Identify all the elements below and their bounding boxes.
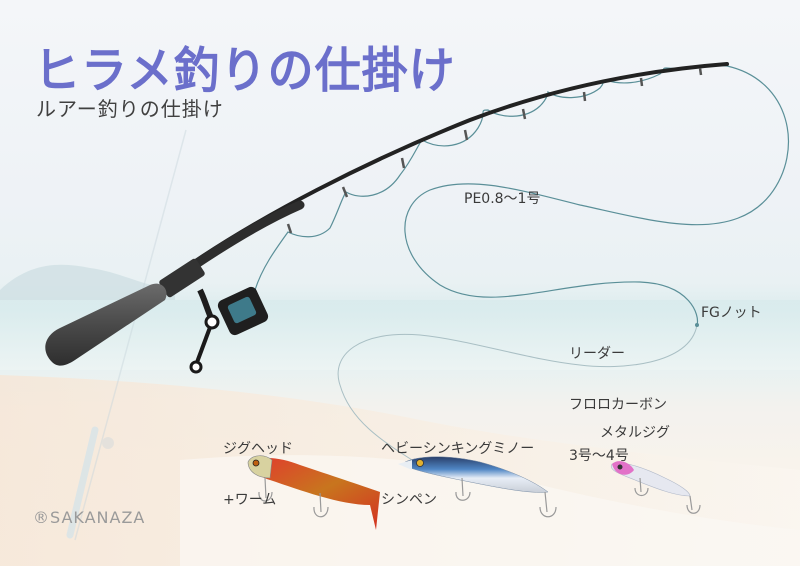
jighead-worm-lure-icon xyxy=(247,455,380,530)
lure-label-line1: ヘビーシンキングミノー xyxy=(381,441,535,457)
lure-label-line2: +ワーム xyxy=(223,492,277,508)
fishing-line xyxy=(254,64,790,466)
lure-label-metal-jig: メタルジグ xyxy=(600,425,670,441)
hills-background xyxy=(0,264,175,300)
leader-label-line1: リーダー xyxy=(569,346,625,362)
lure-label-line2: シンペン xyxy=(381,492,437,508)
fishing-rod xyxy=(45,62,729,374)
lure-label-minnow: ヘビーシンキングミノー シンペン xyxy=(381,407,534,543)
copyright-text: ®SAKANAZA xyxy=(33,508,146,527)
lure-label-jighead: ジグヘッド +ワーム xyxy=(223,407,293,543)
knot-label: FGノット xyxy=(701,305,762,321)
background-rod xyxy=(66,129,187,541)
spinning-reel-icon xyxy=(189,286,269,374)
sinking-minnow-lure-icon xyxy=(398,456,557,518)
fg-knot-marker xyxy=(695,323,699,327)
leader-label-line3: 3号〜4号 xyxy=(569,448,629,464)
main-line-label: PE0.8〜1号 xyxy=(464,191,541,207)
page-subtitle: ルアー釣りの仕掛け xyxy=(36,97,224,121)
rod-guides xyxy=(286,67,703,234)
page-title: ヒラメ釣りの仕掛け xyxy=(34,41,456,99)
metal-jig-lure-icon xyxy=(610,461,701,514)
leader-label: リーダー フロロカーボン 3号〜4号 xyxy=(569,312,667,499)
lure-label-line1: ジグヘッド xyxy=(223,441,293,457)
leader-label-line2: フロロカーボン xyxy=(569,397,667,413)
